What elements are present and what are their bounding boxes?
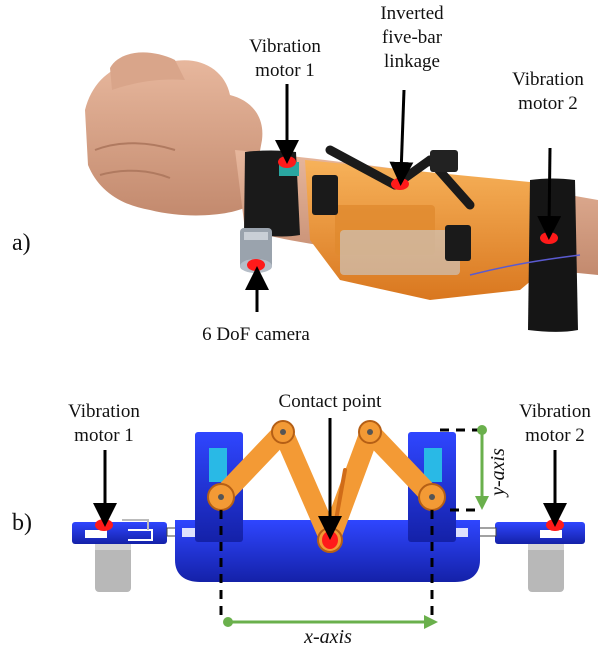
x-axis-label: x-axis	[303, 626, 352, 648]
marker-linkage-a	[391, 178, 409, 190]
marker-contact-b	[322, 531, 338, 549]
marker-motor2-a	[540, 232, 558, 244]
linkage-bar-1	[325, 145, 400, 190]
motor1-b-line1: Vibration	[68, 401, 140, 422]
linkage-a-line3: linkage	[384, 51, 440, 72]
arrow-linkage-a	[389, 89, 414, 186]
motor2-a-line1: Vibration	[512, 69, 584, 90]
y-axis-label: y-axis	[487, 448, 509, 498]
motor2-a-line2: motor 2	[518, 93, 578, 114]
thumb	[110, 52, 185, 90]
panel-a-photo	[85, 52, 598, 332]
contact-b-label: Contact point	[279, 391, 383, 412]
motor1-b-line2: motor 1	[74, 425, 134, 446]
linkage-a-line1: Inverted	[380, 3, 444, 24]
arrow-motor2-a	[537, 147, 562, 240]
camera-a-label: 6 DoF camera	[202, 324, 310, 345]
marker-camera-a	[247, 259, 265, 271]
left-motor-clip	[72, 522, 167, 544]
elbow-strap	[528, 178, 578, 332]
panel-b-label: b)	[12, 510, 32, 536]
left-roller	[95, 540, 131, 592]
dashed-guides	[219, 428, 480, 620]
motor1-a-line2: motor 1	[255, 60, 315, 81]
marker-motor1-b	[95, 519, 113, 531]
motor2-b-line2: motor 2	[525, 425, 585, 446]
y-axis-arrow	[475, 425, 489, 510]
right-roller	[528, 540, 564, 592]
x-axis-arrow	[223, 615, 438, 629]
marker-motor2-b	[546, 519, 564, 531]
marker-motor1-a	[278, 156, 296, 168]
linkage-a-line2: five-bar	[382, 27, 443, 48]
hand	[85, 60, 263, 216]
motor1-a-line1: Vibration	[249, 36, 321, 57]
motor2-b-line1: Vibration	[519, 401, 591, 422]
panel-a-label: a)	[12, 230, 31, 256]
